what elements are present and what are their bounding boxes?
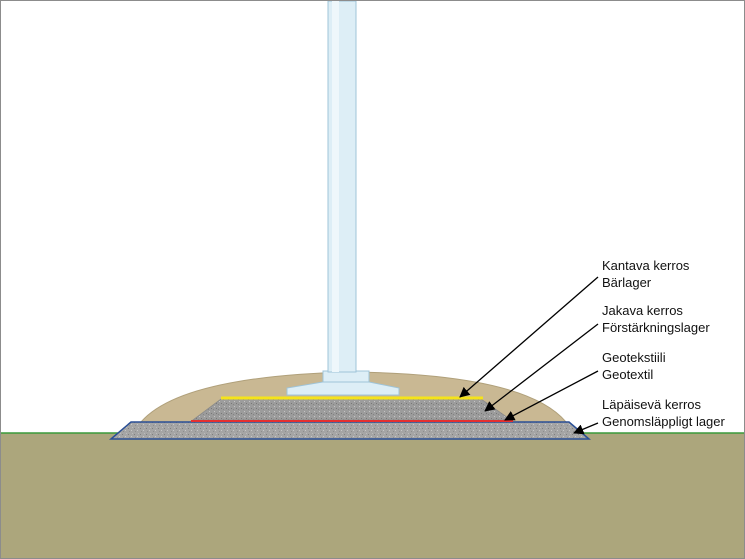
label-sv: Bärlager [602,275,652,290]
arrow-permeable-layer [573,422,599,435]
ground [1,433,744,558]
arrow-distributing-layer [484,323,599,412]
label-bearing-layer: Kantava kerros Bärlager [602,257,689,291]
label-sv: Förstärkningslager [602,320,710,335]
arrow-bearing-layer [459,276,599,398]
label-fi: Läpäisevä kerros [602,397,701,412]
label-distributing-layer: Jakava kerros Förstärkningslager [602,302,710,336]
label-geotextile: Geotekstiili Geotextil [602,349,666,383]
post-base [286,370,400,396]
label-permeable-layer: Läpäisevä kerros Genomsläppligt lager [602,396,725,430]
label-sv: Geotextil [602,367,654,382]
label-fi: Jakava kerros [602,303,683,318]
permeable-layer [108,421,592,440]
post-highlight [332,1,339,372]
label-fi: Geotekstiili [602,350,666,365]
label-sv: Genomsläppligt lager [602,414,725,429]
arrow-geotextile [504,370,599,421]
distributing-layer [191,398,513,421]
label-fi: Kantava kerros [602,258,690,273]
